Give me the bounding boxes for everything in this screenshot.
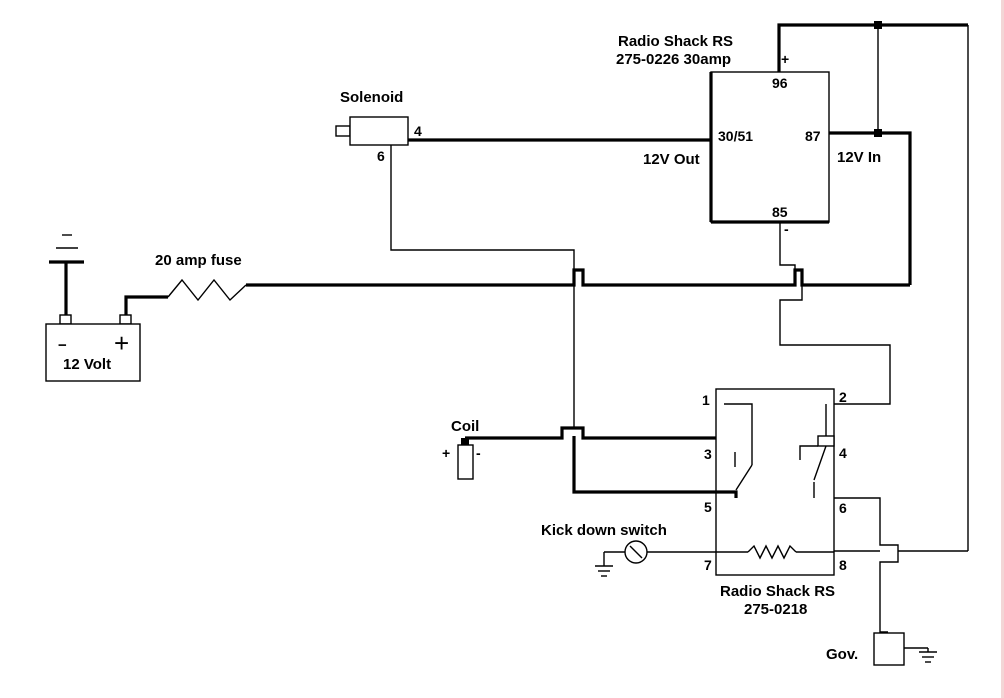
relay-30amp-label-line2: 275-0226 30amp bbox=[616, 51, 731, 68]
coil-terminal bbox=[461, 438, 469, 445]
battery-label: 12 Volt bbox=[63, 356, 111, 373]
junction-dot-87 bbox=[874, 129, 882, 137]
relay-30amp-minus: - bbox=[784, 221, 789, 237]
coil-body bbox=[457, 444, 474, 480]
battery-positive-lead bbox=[124, 295, 168, 315]
governor-body bbox=[873, 632, 905, 666]
wire-fused-main bbox=[246, 268, 910, 287]
wire-relay-87-to-right bbox=[829, 131, 912, 285]
label-12v-in: 12V In bbox=[837, 149, 881, 166]
solenoid-pin-4: 4 bbox=[414, 123, 422, 139]
switch-a-arm bbox=[735, 464, 753, 491]
relay-coil-resistor bbox=[747, 544, 797, 560]
solenoid: Solenoid 4 6 bbox=[335, 89, 422, 164]
relay-30amp-label-line1: Radio Shack RS bbox=[618, 33, 733, 50]
wires-power bbox=[246, 21, 969, 551]
wire-relay-85-to-relay-2 bbox=[779, 222, 891, 405]
fuse-zigzag bbox=[167, 278, 247, 302]
coil-plus: + bbox=[442, 445, 450, 461]
junction-dot-top bbox=[874, 21, 882, 29]
wire-relay-96-top-rail bbox=[777, 23, 968, 72]
relay-pin-5: 5 bbox=[704, 499, 712, 515]
wires-signal bbox=[390, 145, 968, 633]
kick-down-switch: Kick down switch bbox=[541, 522, 667, 577]
wire-coil-to-relay-3 bbox=[465, 426, 716, 440]
relay-30amp-body bbox=[710, 71, 830, 223]
governor-label: Gov. bbox=[826, 646, 858, 663]
relay-30amp: Radio Shack RS 275-0226 30amp 96 30/51 8… bbox=[616, 33, 830, 237]
battery-neg-terminal bbox=[59, 314, 72, 325]
relay-30amp-pin-87: 87 bbox=[805, 128, 821, 144]
coil-minus: - bbox=[476, 445, 481, 461]
relay-pin-2: 2 bbox=[839, 389, 847, 405]
wire-solenoid-6-to-relay-5 bbox=[390, 145, 584, 420]
relay-30amp-pin-96: 96 bbox=[772, 75, 788, 91]
relay-pin-4: 4 bbox=[839, 445, 847, 461]
relay-pin-8: 8 bbox=[839, 557, 847, 573]
kick-down-label: Kick down switch bbox=[541, 522, 667, 539]
fuse-label: 20 amp fuse bbox=[155, 252, 242, 269]
battery-pos-terminal bbox=[119, 314, 132, 325]
solenoid-plunger bbox=[335, 125, 351, 137]
solenoid-pin-6: 6 bbox=[377, 148, 385, 164]
relay-30amp-pin-30-51: 30/51 bbox=[718, 128, 753, 144]
solenoid-label: Solenoid bbox=[340, 89, 403, 106]
relay-pin-6: 6 bbox=[839, 500, 847, 516]
label-12v-out: 12V Out bbox=[643, 151, 700, 168]
governor: Gov. bbox=[826, 632, 937, 666]
relay-275-0218-label-line1: Radio Shack RS bbox=[720, 583, 835, 600]
page-edge bbox=[1001, 0, 1004, 698]
solenoid-body bbox=[349, 116, 409, 146]
coil: Coil + - bbox=[442, 418, 481, 480]
battery-minus: − bbox=[58, 337, 67, 354]
relay-pin-7: 7 bbox=[704, 557, 712, 573]
battery-plus: + bbox=[114, 328, 129, 358]
relay-275-0218: Radio Shack RS 275-0218 1 2 3 4 5 6 7 8 bbox=[702, 388, 847, 618]
fuse: 20 amp fuse bbox=[155, 252, 247, 302]
relay-275-0218-body bbox=[715, 388, 835, 576]
switch-b-node bbox=[817, 435, 835, 447]
kick-down-switch-contact bbox=[629, 545, 643, 559]
switch-b-contact-4 bbox=[799, 445, 818, 460]
relay-275-0218-label-line2: 275-0218 bbox=[744, 601, 807, 618]
wire-relay-6-to-gov bbox=[834, 497, 899, 633]
relay-30amp-plus: + bbox=[781, 51, 789, 67]
battery-body bbox=[45, 323, 141, 382]
relay-pin-1: 1 bbox=[702, 392, 710, 408]
switch-b-arm bbox=[813, 445, 827, 481]
battery: − + 12 Volt bbox=[45, 234, 168, 382]
wire-to-relay-5 bbox=[572, 436, 738, 498]
coil-label: Coil bbox=[451, 418, 479, 435]
relay-pin-3: 3 bbox=[704, 446, 712, 462]
relay-30amp-pin-85: 85 bbox=[772, 204, 788, 220]
switch-a-common bbox=[724, 403, 753, 465]
